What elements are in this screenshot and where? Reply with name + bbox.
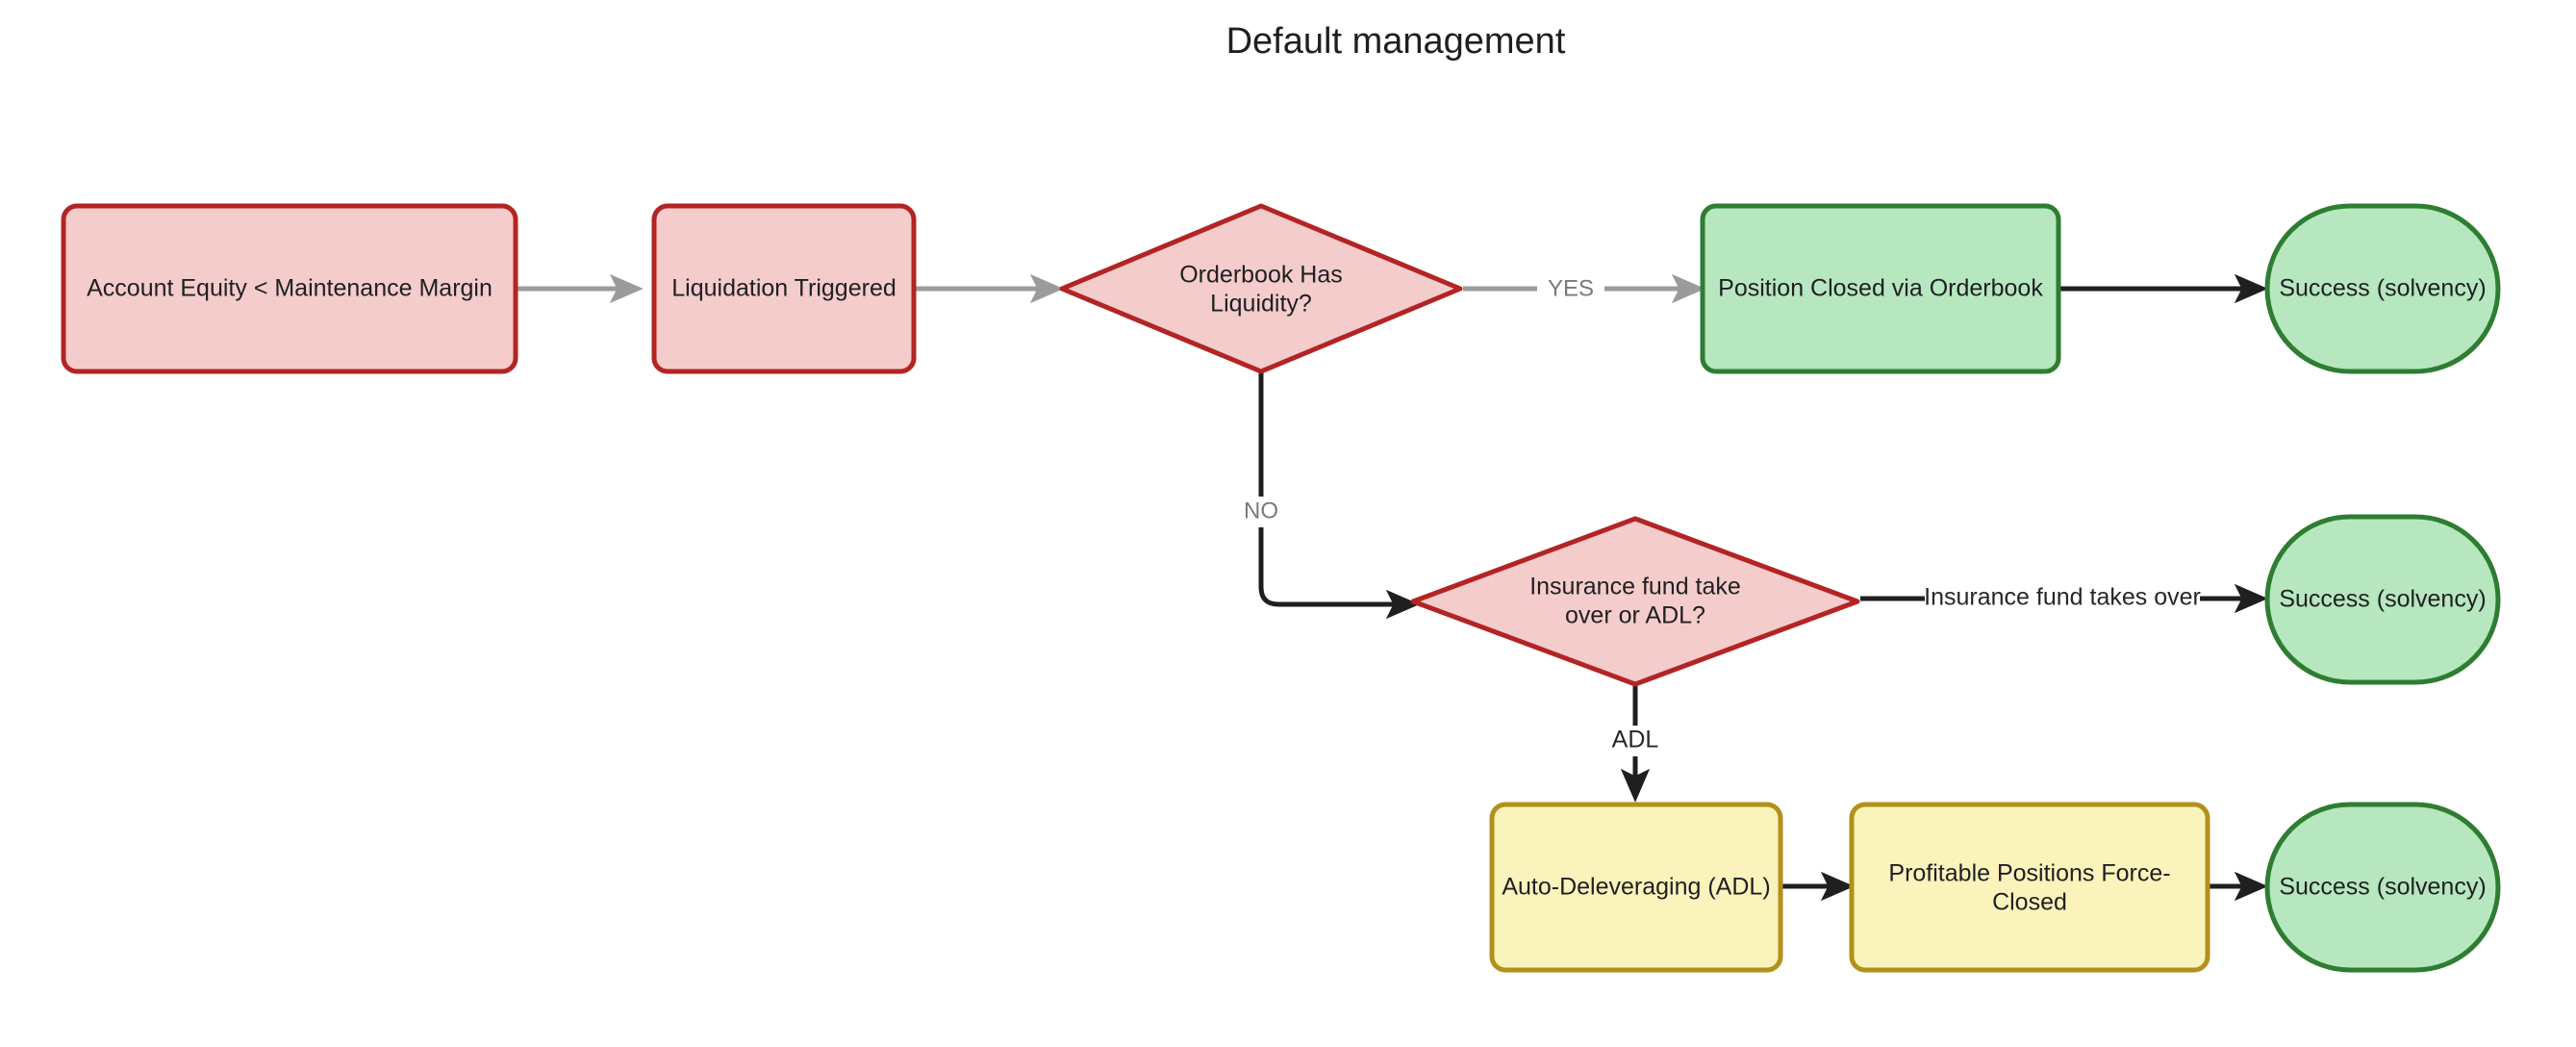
edge-label-no: NO	[1244, 498, 1278, 524]
node-label-liquidation-triggered: Liquidation Triggered	[671, 275, 897, 302]
page-title: Default management	[1226, 21, 1566, 62]
node-label-success-solvency-bottom: Success (solvency)	[2279, 874, 2486, 901]
node-account-equity[interactable]: Account Equity < Maintenance Margin	[61, 203, 518, 374]
node-shape-stadium[interactable]	[2264, 203, 2501, 374]
node-success-solvency-top[interactable]: Success (solvency)	[2264, 203, 2501, 374]
node-shape-stadium[interactable]	[2264, 802, 2501, 973]
node-liquidation-triggered[interactable]: Liquidation Triggered	[651, 203, 917, 374]
node-profitable-positions-force-closed[interactable]: Profitable Positions Force- Closed	[1849, 802, 2210, 973]
node-shape-rect[interactable]	[61, 203, 518, 374]
node-label-insurance-fund-or-adl-line1: Insurance fund take	[1529, 574, 1741, 600]
edge-label-background-insurance	[1925, 581, 2200, 614]
node-success-solvency-bottom[interactable]: Success (solvency)	[2264, 802, 2501, 973]
node-auto-deleveraging[interactable]: Auto-Deleveraging (ADL)	[1489, 802, 1783, 973]
edge-label-yes: YES	[1548, 275, 1594, 301]
node-shape-diamond[interactable]	[1410, 516, 1860, 687]
node-shape-rect[interactable]	[1700, 203, 2061, 374]
edge-label-adl: ADL	[1612, 727, 1659, 753]
node-label-orderbook-has-liquidity-line2: Liquidity?	[1210, 291, 1312, 318]
node-shape-stadium[interactable]	[2264, 514, 2501, 685]
edge-insurance-or-adl-to-auto-deleveraging: ADL	[1603, 685, 1668, 803]
node-label-force-closed-line1: Profitable Positions Force-	[1888, 860, 2170, 887]
node-label-position-closed-via-orderbook: Position Closed via Orderbook	[1718, 275, 2043, 302]
node-label-success-solvency-middle: Success (solvency)	[2279, 586, 2486, 613]
node-shape-diamond[interactable]	[1059, 203, 1463, 374]
edge-label-background-adl	[1603, 726, 1668, 756]
edge-label-background-yes	[1537, 274, 1604, 305]
edge-label-insurance-fund-takes-over: Insurance fund takes over	[1924, 584, 2201, 611]
node-insurance-fund-or-adl[interactable]: Insurance fund take over or ADL?	[1410, 516, 1860, 687]
edge-insurance-or-adl-to-success-middle: Insurance fund takes over	[1860, 581, 2268, 614]
node-orderbook-has-liquidity[interactable]: Orderbook Has Liquidity?	[1059, 203, 1463, 374]
node-shape-rect[interactable]	[1849, 802, 2210, 973]
edge-orderbook-liquidity-to-insurance-or-adl: NO	[1236, 371, 1420, 620]
edge-orderbook-liquidity-to-position-closed: YES	[1463, 273, 1705, 305]
node-shape-rect[interactable]	[651, 203, 917, 374]
node-label-insurance-fund-or-adl-line2: over or ADL?	[1565, 602, 1705, 629]
node-label-orderbook-has-liquidity-line1: Orderbook Has	[1179, 262, 1343, 289]
node-label-force-closed-line2: Closed	[1992, 889, 2067, 916]
node-label-success-solvency-top: Success (solvency)	[2279, 275, 2486, 302]
node-label-auto-deleveraging: Auto-Deleveraging (ADL)	[1502, 874, 1770, 901]
node-shape-rect[interactable]	[1489, 802, 1783, 973]
edge-label-background-no	[1236, 497, 1286, 527]
node-position-closed-via-orderbook[interactable]: Position Closed via Orderbook	[1700, 203, 2061, 374]
node-label-account-equity: Account Equity < Maintenance Margin	[87, 275, 492, 302]
node-success-solvency-middle[interactable]: Success (solvency)	[2264, 514, 2501, 685]
